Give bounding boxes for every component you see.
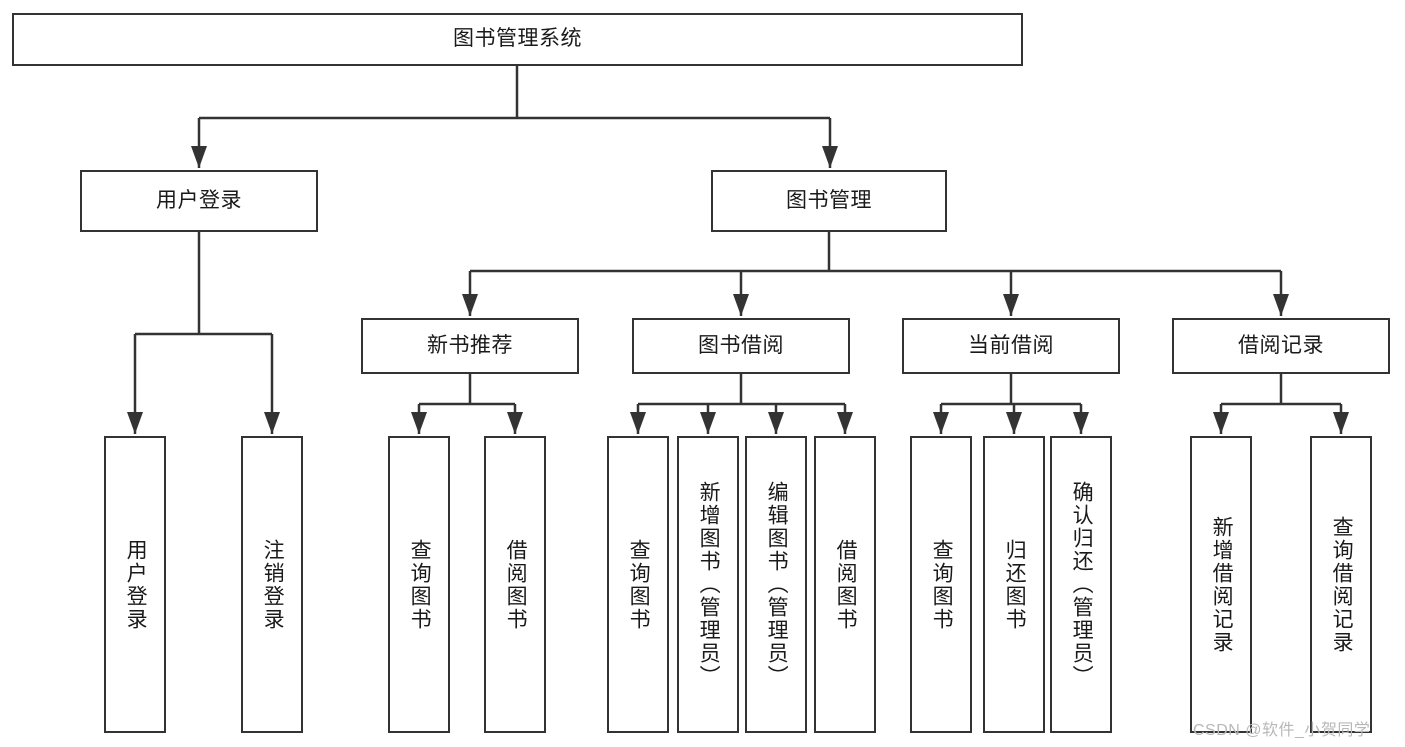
- arrow-head-book_borrow_branch-3: [837, 412, 853, 434]
- node-label: 借阅图书: [504, 538, 528, 631]
- node-label: 图书借阅: [698, 333, 784, 357]
- node-label: 当前借阅: [968, 333, 1054, 357]
- node-label: 查询图书: [408, 538, 432, 631]
- node-leaf-add-book-admin[interactable]: 新增图书（管理员）: [677, 436, 739, 733]
- arrow-head-current_borrow_branch-2: [1073, 412, 1089, 434]
- arrow-head-root_branch-0: [191, 146, 207, 168]
- node-leaf-logout[interactable]: 注销登录: [241, 436, 303, 733]
- node-label: 新增借阅记录: [1210, 515, 1234, 654]
- arrow-head-book_manage_branch-2: [1003, 294, 1019, 316]
- node-label: 查询图书: [627, 538, 651, 631]
- arrow-head-book_borrow_branch-1: [700, 412, 716, 434]
- arrow-head-user_login_branch-0: [127, 412, 143, 434]
- node-borrow-record[interactable]: 借阅记录: [1172, 318, 1390, 374]
- arrow-head-new_book_branch-0: [411, 412, 427, 434]
- node-leaf-add-borrow-record[interactable]: 新增借阅记录: [1190, 436, 1252, 733]
- arrow-head-current_borrow_branch-1: [1006, 412, 1022, 434]
- arrow-head-new_book_branch-1: [507, 412, 523, 434]
- node-label: 查询借阅记录: [1330, 515, 1354, 654]
- node-leaf-user-login[interactable]: 用户登录: [104, 436, 166, 733]
- node-label: 新增图书（管理员）: [697, 481, 721, 688]
- node-label: 注销登录: [261, 538, 285, 631]
- node-label: 确认归还（管理员）: [1070, 481, 1094, 688]
- node-leaf-borrow-book-1[interactable]: 借阅图书: [484, 436, 546, 733]
- node-label: 查询图书: [930, 538, 954, 631]
- node-user-login[interactable]: 用户登录: [80, 170, 318, 232]
- node-label: 图书管理系统: [453, 27, 582, 51]
- node-leaf-edit-book-admin[interactable]: 编辑图书（管理员）: [745, 436, 807, 733]
- csdn-watermark: CSDN @软件_小贺同学: [1193, 722, 1371, 739]
- arrow-head-borrow_record_branch-0: [1213, 412, 1229, 434]
- node-label: 编辑图书（管理员）: [765, 481, 789, 688]
- arrow-head-book_manage_branch-1: [733, 294, 749, 316]
- node-label: 用户登录: [124, 538, 148, 631]
- arrow-head-user_login_branch-1: [264, 412, 280, 434]
- node-label: 借阅记录: [1238, 333, 1324, 357]
- arrow-head-book_borrow_branch-2: [768, 412, 784, 434]
- node-leaf-confirm-return-admin[interactable]: 确认归还（管理员）: [1050, 436, 1112, 733]
- node-label: 新书推荐: [427, 333, 513, 357]
- node-leaf-query-book-2[interactable]: 查询图书: [607, 436, 669, 733]
- arrow-head-book_borrow_branch-0: [630, 412, 646, 434]
- arrow-head-book_manage_branch-0: [462, 294, 478, 316]
- arrow-head-root_branch-1: [822, 146, 838, 168]
- arrow-head-borrow_record_branch-1: [1333, 412, 1349, 434]
- arrow-head-current_borrow_branch-0: [933, 412, 949, 434]
- node-root-system[interactable]: 图书管理系统: [12, 13, 1023, 66]
- node-book-borrow[interactable]: 图书借阅: [632, 318, 850, 374]
- node-leaf-borrow-book-2[interactable]: 借阅图书: [814, 436, 876, 733]
- node-leaf-return-book[interactable]: 归还图书: [983, 436, 1045, 733]
- node-label: 图书管理: [786, 188, 872, 212]
- node-label: 归还图书: [1003, 538, 1027, 631]
- arrow-head-book_manage_branch-3: [1273, 294, 1289, 316]
- node-current-borrow[interactable]: 当前借阅: [902, 318, 1120, 374]
- node-book-manage[interactable]: 图书管理: [711, 170, 947, 232]
- node-leaf-query-book-3[interactable]: 查询图书: [910, 436, 972, 733]
- node-new-book-recommend[interactable]: 新书推荐: [361, 318, 579, 374]
- node-label: 用户登录: [156, 188, 242, 212]
- node-label: 借阅图书: [834, 538, 858, 631]
- node-leaf-query-borrow-record[interactable]: 查询借阅记录: [1310, 436, 1372, 733]
- node-leaf-query-book-1[interactable]: 查询图书: [388, 436, 450, 733]
